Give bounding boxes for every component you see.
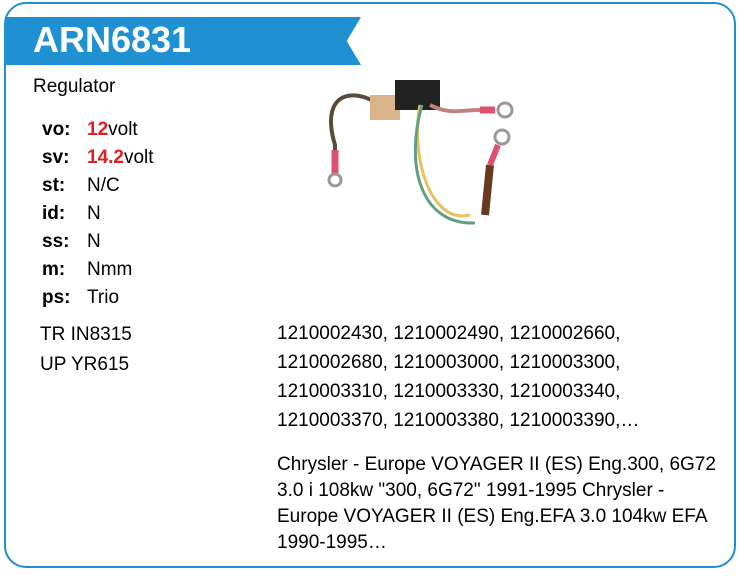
spec-key: ps:	[42, 287, 71, 308]
cross-references: TR IN8315 UP YR615	[40, 320, 132, 380]
spec-key: m:	[42, 259, 66, 280]
spec-row: sv: 14.2 volt	[42, 144, 154, 172]
oem-line: 1210003310, 1210003330, 1210003340,	[277, 381, 621, 402]
spec-row: ss: N	[42, 228, 154, 256]
spec-key: ss:	[42, 231, 70, 252]
spec-unit: mm	[100, 259, 133, 280]
oem-numbers: 1210002430, 1210002490, 1210002660, 1210…	[277, 319, 717, 435]
product-photo	[327, 80, 514, 225]
spec-value: N/C	[87, 175, 120, 196]
spec-value: N	[87, 203, 101, 224]
oem-line: 1210002430, 1210002490, 1210002660,	[277, 323, 621, 344]
spec-key: sv:	[42, 147, 70, 168]
spec-row: st: N/C	[42, 172, 154, 200]
spec-value: Trio	[87, 287, 120, 308]
spec-key: st:	[42, 175, 66, 196]
spec-unit: volt	[108, 119, 138, 140]
title-banner: ARN6831	[5, 17, 361, 65]
spec-row: m: N mm	[42, 256, 154, 284]
spec-value: N	[87, 259, 101, 280]
spec-unit: volt	[123, 147, 154, 168]
spec-value: 14.2	[87, 147, 124, 168]
vehicle-applications: Chrysler - Europe VOYAGER II (ES) Eng.30…	[277, 454, 716, 553]
spec-row: ps: Trio	[42, 284, 154, 312]
spec-row: id: N	[42, 200, 154, 228]
reference: UP YR615	[40, 354, 130, 375]
spec-value: N	[87, 231, 101, 252]
spec-row: vo: 12 volt	[42, 116, 154, 144]
spec-key: id:	[42, 203, 66, 224]
oem-line: 1210003370, 1210003380, 1210003390,…	[277, 410, 640, 431]
part-number: ARN6831	[33, 19, 192, 60]
oem-line: 1210002680, 1210003000, 1210003300,	[277, 352, 621, 373]
specs-list: vo: 12 volt sv: 14.2 volt st: N/C id: N ss: N…	[42, 116, 154, 312]
reference: TR IN8315	[40, 324, 132, 345]
part-type: Regulator	[33, 76, 116, 97]
spec-key: vo:	[42, 119, 71, 140]
spec-value: 12	[87, 119, 109, 140]
